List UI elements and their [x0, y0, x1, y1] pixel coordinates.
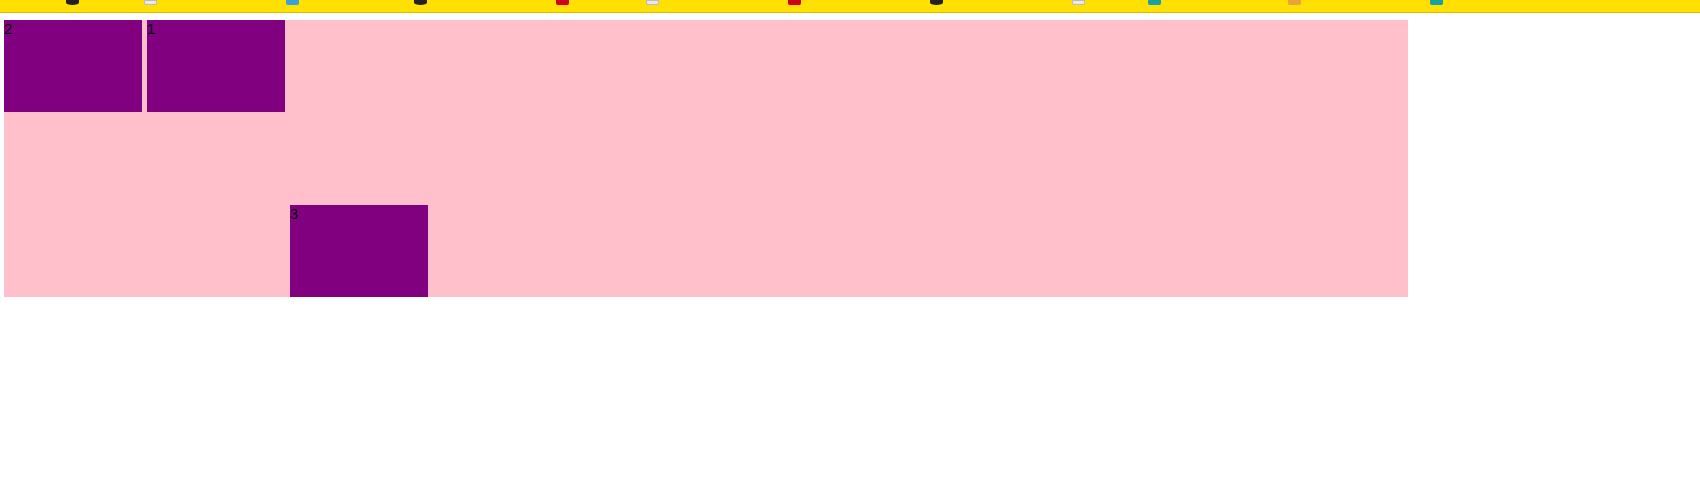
bookmark-favicon-icon[interactable]	[286, 0, 299, 5]
bookmark-favicon-icon[interactable]	[1072, 0, 1085, 5]
flex-container: 2 1 3	[4, 20, 1408, 297]
item-box-3: 3	[290, 205, 428, 297]
bookmark-favicon-icon[interactable]	[1288, 0, 1301, 5]
item-label: 3	[290, 206, 299, 223]
bookmarks-bar	[0, 0, 1700, 13]
bookmark-favicon-icon[interactable]	[646, 0, 659, 5]
bookmark-favicon-icon[interactable]	[144, 0, 157, 5]
bookmark-favicon-icon[interactable]	[1430, 0, 1443, 5]
item-label: 2	[4, 21, 13, 38]
bookmark-favicon-icon[interactable]	[66, 0, 79, 5]
bookmark-favicon-icon[interactable]	[556, 0, 569, 5]
bookmark-favicon-icon[interactable]	[1148, 0, 1161, 5]
bookmark-favicon-icon[interactable]	[930, 0, 943, 5]
item-box-2: 2	[4, 20, 142, 112]
item-label: 1	[147, 21, 156, 38]
item-box-1: 1	[147, 20, 285, 112]
bookmark-favicon-icon[interactable]	[788, 0, 801, 5]
bookmark-favicon-icon[interactable]	[414, 0, 427, 5]
